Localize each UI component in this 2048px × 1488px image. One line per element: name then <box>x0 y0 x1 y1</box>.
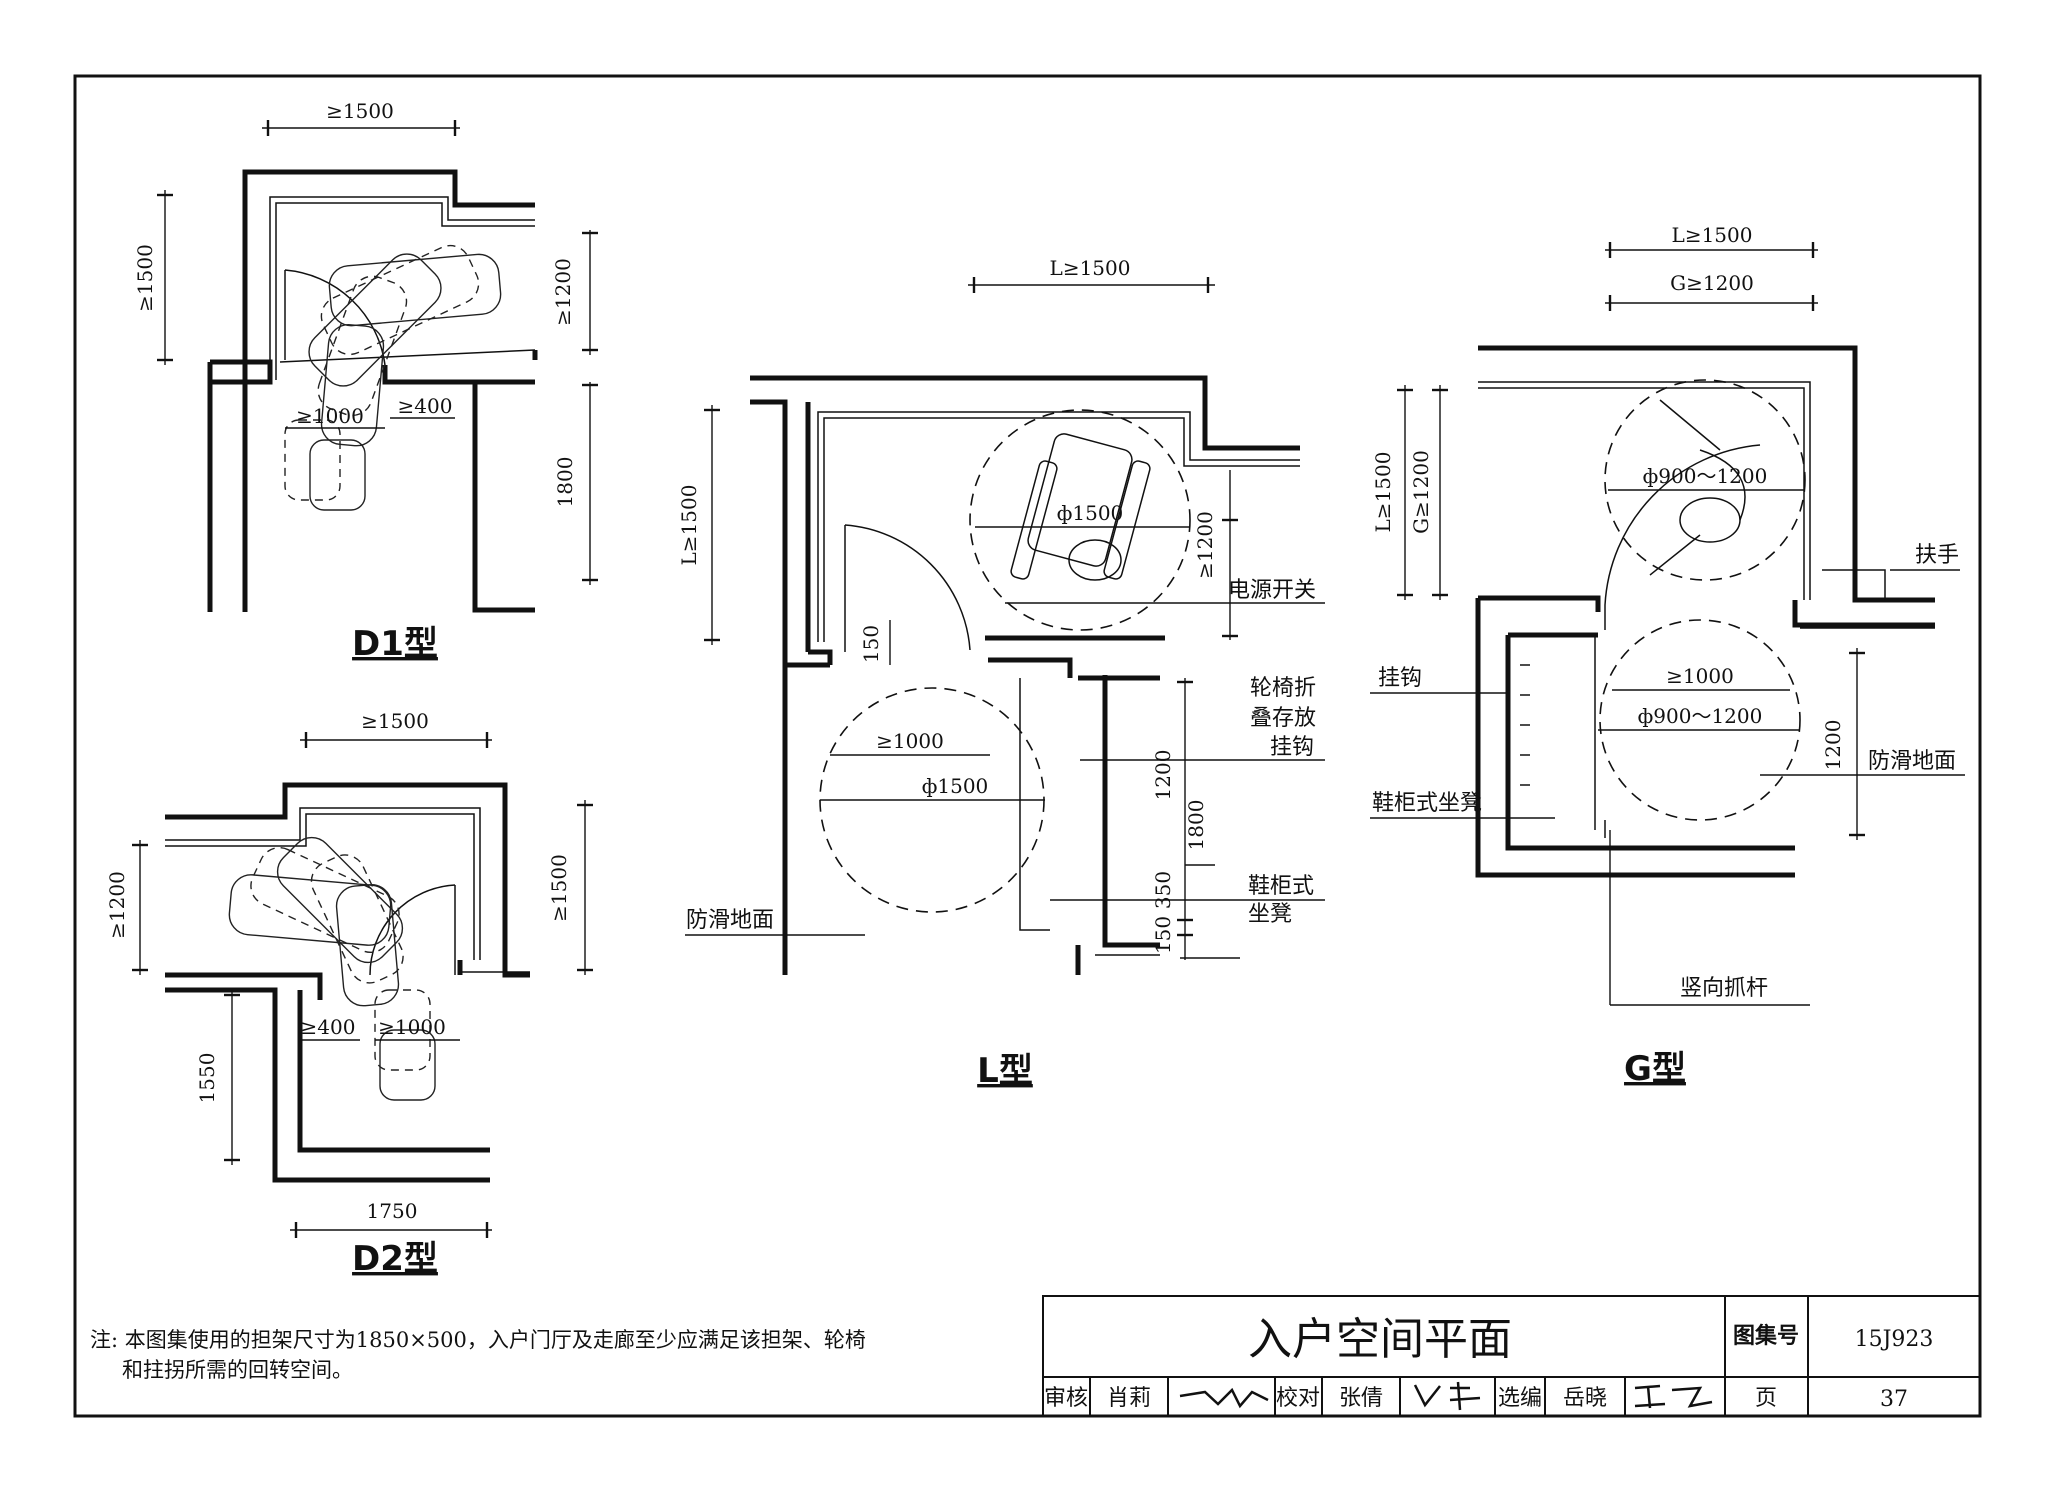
d2-dimensions: ≥1500 ≥1200 ≥1500 1550 1750 ≥400 ≥1000 <box>105 709 593 1238</box>
g-label-handrail: 扶手 <box>1915 543 1959 568</box>
plan-l: L≥1500 L≥1500 ф1500 ≥1200 150 ≥1000 ф150… <box>677 256 1325 1091</box>
d2-walls <box>165 782 530 1183</box>
d2-dim-left-upper: ≥1200 <box>105 871 129 939</box>
page-number: 37 <box>1880 1387 1908 1412</box>
g-circles <box>1599 379 1806 821</box>
g-label-floor: 防滑地面 <box>1868 749 1956 774</box>
check-label: 校对 <box>1276 1386 1320 1411</box>
g-dim-inner: ≥1000 <box>1666 664 1734 688</box>
d2-title: D2型 <box>352 1239 438 1279</box>
l-dim-gap: 150 <box>859 625 883 663</box>
note-line-2: 和拄拐所需的回转空间。 <box>122 1358 353 1382</box>
d2-dim-right: ≥1500 <box>547 854 571 922</box>
note: 注: 本图集使用的担架尺寸为1850×500，入户门厅及走廊至少应满足该担架、轮… <box>90 1328 866 1382</box>
plan-d2: ≥1500 ≥1200 ≥1500 1550 1750 ≥400 ≥1000 D… <box>105 709 593 1279</box>
sheet-border <box>73 74 1982 1418</box>
d1-dim-inner-b: ≥400 <box>398 394 453 418</box>
l-wheelchair <box>1010 433 1151 581</box>
l-dim-circle-lower: ф1500 <box>922 774 989 798</box>
g-title: G型 <box>1624 1049 1686 1089</box>
design-label: 选编 <box>1498 1386 1542 1411</box>
review-name: 肖莉 <box>1107 1386 1151 1411</box>
l-dim-circle-upper: ф1500 <box>1057 501 1124 525</box>
l-dim-inner: ≥1000 <box>876 729 944 753</box>
d2-dim-inner-a: ≥400 <box>301 1015 356 1039</box>
review-label: 审核 <box>1044 1386 1088 1411</box>
d1-stretcher-arc <box>284 244 502 511</box>
note-line-1: 注: 本图集使用的担架尺寸为1850×500，入户门厅及走廊至少应满足该担架、轮… <box>90 1328 866 1352</box>
d1-dim-left: ≥1500 <box>133 244 157 312</box>
l-dimensions: L≥1500 L≥1500 ф1500 ≥1200 150 ≥1000 ф150… <box>677 256 1240 960</box>
g-dim-left-1: L≥1500 <box>1371 452 1395 533</box>
g-label-grab: 竖向抓杆 <box>1680 976 1768 1001</box>
l-dim-r2: 1800 <box>1184 800 1208 851</box>
d1-dim-top: ≥1500 <box>326 99 394 123</box>
l-dim-top: L≥1500 <box>1050 256 1131 280</box>
g-dim-circle-upper: ф900～1200 <box>1643 464 1768 488</box>
d2-dim-top: ≥1500 <box>361 709 429 733</box>
plan-g: L≥1500 G≥1200 L≥1500 G≥1200 ф900～1200 ≥1… <box>1370 223 1965 1089</box>
drawing-title: 入户空间平面 <box>1248 1314 1512 1365</box>
review-signature <box>1179 1387 1269 1409</box>
l-dim-left: L≥1500 <box>677 485 701 566</box>
d1-dim-right-lower: 1800 <box>553 457 577 508</box>
atlas-number: 15J923 <box>1855 1327 1934 1352</box>
l-title: L型 <box>977 1051 1033 1091</box>
check-name: 张倩 <box>1339 1386 1383 1411</box>
design-name: 岳晓 <box>1563 1386 1607 1411</box>
d2-dim-left-lower: 1550 <box>195 1053 219 1104</box>
d2-dim-bottom: 1750 <box>367 1199 418 1223</box>
g-hooks <box>1520 664 1530 786</box>
title-block: 入户空间平面 图集号 15J923 审核 肖莉 校对 张倩 选编 岳晓 页 37 <box>1042 1295 1981 1417</box>
g-crutch-figure <box>1649 399 1746 576</box>
d1-title: D1型 <box>352 624 438 664</box>
d2-dim-inner-b: ≥1000 <box>378 1015 446 1039</box>
atlas-label: 图集号 <box>1733 1323 1799 1349</box>
d1-dim-right-upper: ≥1200 <box>551 258 575 326</box>
l-dim-r1: 1200 <box>1151 750 1175 801</box>
l-dim-right-upper: ≥1200 <box>1193 511 1217 579</box>
g-dim-top-1: L≥1500 <box>1672 223 1753 247</box>
g-walls <box>1475 345 1935 878</box>
check-signature <box>1413 1381 1481 1411</box>
g-label-hook: 挂钩 <box>1378 666 1422 691</box>
d1-walls <box>207 169 538 613</box>
l-walls <box>750 375 1300 975</box>
l-label-hook-2: 叠存放 <box>1250 706 1316 731</box>
g-dimensions: L≥1500 G≥1200 L≥1500 G≥1200 ф900～1200 ≥1… <box>1371 223 1865 840</box>
g-dim-top-2: G≥1200 <box>1670 271 1754 295</box>
l-labels: 电源开关 轮椅折 叠存放 挂钩 鞋柜式 坐凳 防滑地面 <box>685 578 1325 936</box>
g-dim-right: 1200 <box>1821 720 1845 771</box>
g-label-shoe: 鞋柜式坐凳 <box>1372 791 1482 816</box>
page-label: 页 <box>1755 1386 1777 1411</box>
g-labels: 扶手 挂钩 防滑地面 鞋柜式坐凳 竖向抓杆 <box>1370 543 1965 1006</box>
l-label-shoe-2: 坐凳 <box>1248 902 1292 927</box>
l-label-hook-1: 轮椅折 <box>1250 676 1316 701</box>
l-dim-r3: 150 <box>1151 916 1175 954</box>
l-label-shoe-1: 鞋柜式 <box>1248 874 1314 899</box>
d1-dim-inner-a: ≥1000 <box>296 404 364 428</box>
l-label-floor: 防滑地面 <box>686 908 774 933</box>
design-signature <box>1634 1384 1713 1409</box>
l-label-switch: 电源开关 <box>1228 578 1316 603</box>
d2-stretcher-arc <box>228 836 436 1101</box>
d1-dimensions: ≥1500 ≥1500 ≥1200 1800 ≥1000 ≥400 <box>133 99 598 585</box>
l-label-hook-3: 挂钩 <box>1270 735 1314 760</box>
g-dim-circle-lower: ф900～1200 <box>1638 704 1763 728</box>
g-dim-left-2: G≥1200 <box>1409 450 1433 534</box>
plan-d1: ≥1500 ≥1500 ≥1200 1800 ≥1000 ≥400 D1型 <box>133 99 598 664</box>
l-dim-r4: 350 <box>1151 871 1175 909</box>
